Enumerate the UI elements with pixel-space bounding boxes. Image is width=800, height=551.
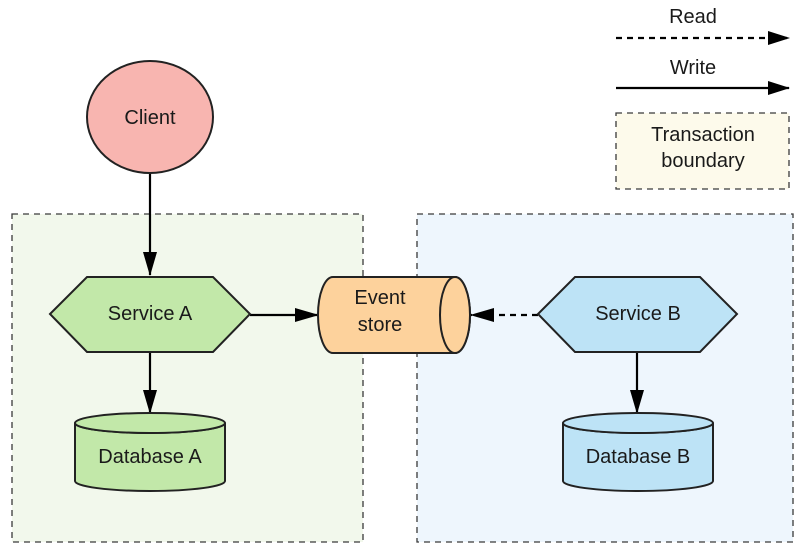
client-circle xyxy=(86,60,214,174)
database-b-label: Database B xyxy=(586,446,691,468)
transaction-boundary-b xyxy=(416,213,794,543)
service-b-hexagon xyxy=(536,276,739,353)
service-b-label: Service B xyxy=(595,303,681,325)
database-b-node: Database B xyxy=(562,412,714,492)
legend: Read Write Transaction boundary xyxy=(615,6,790,190)
database-a-top xyxy=(74,412,226,434)
legend-read-label: Read xyxy=(669,6,717,28)
legend-boundary-box xyxy=(615,112,790,190)
event-store-label-line1: Event xyxy=(354,287,406,309)
database-a-label: Database A xyxy=(98,446,202,468)
service-a-label: Service A xyxy=(108,303,193,325)
client-node: Client xyxy=(86,60,214,174)
service-a-node: Service A xyxy=(48,276,252,353)
service-a-hexagon xyxy=(48,276,252,353)
legend-write-label: Write xyxy=(670,57,716,79)
database-b-top xyxy=(562,412,714,434)
legend-boundary-label-line1: Transaction xyxy=(651,124,755,146)
service-b-node: Service B xyxy=(536,276,739,353)
database-a-node: Database A xyxy=(74,412,226,492)
legend-boundary-label-line2: boundary xyxy=(661,150,744,172)
event-store-node: Event store xyxy=(317,276,471,354)
event-store-cap xyxy=(439,276,471,354)
transaction-boundary-a xyxy=(11,213,364,543)
client-label: Client xyxy=(124,107,176,129)
event-store-label-line2: store xyxy=(358,314,402,336)
